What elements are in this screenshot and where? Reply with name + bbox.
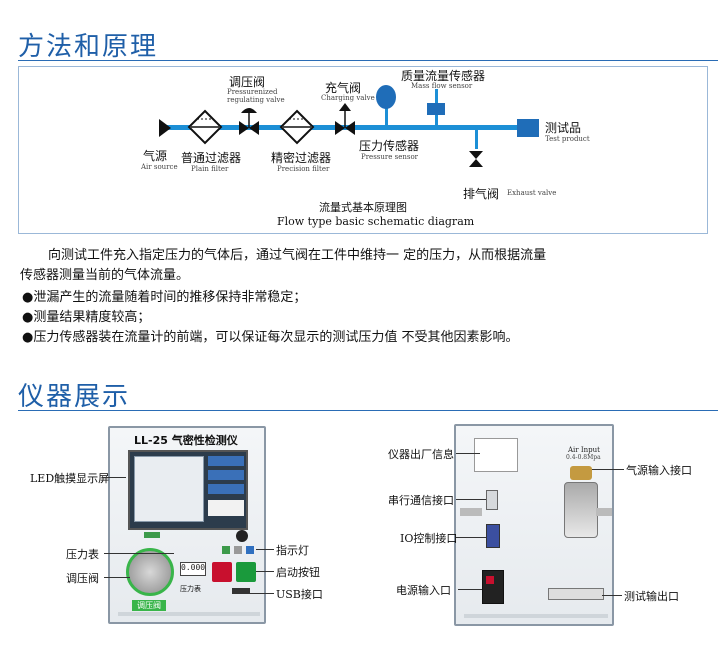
pressure-sensor-icon	[376, 85, 396, 109]
label-air-source-en: Air source	[141, 163, 178, 171]
callout-io: IO控制接口	[400, 532, 458, 545]
title-rule	[18, 410, 718, 411]
label-pressure-valve-en2: regulating valve	[227, 96, 285, 104]
bullet-item: ●测量结果精度较高；	[22, 310, 151, 325]
usb-port[interactable]	[232, 588, 250, 594]
label-plain-filter-en: Plain filter	[191, 165, 229, 173]
title-rule	[18, 60, 718, 61]
callout-test-out: 测试输出口	[624, 590, 679, 603]
bullet-item: ●压力传感器装在流量计的前端，可以保证每次显示的测试压力值 不受其他因素影响。	[22, 330, 519, 345]
label-pressure-valve-en1: Pressurenized	[227, 88, 278, 96]
air-input-sublabel: 0.4-0.8Mpa	[566, 454, 601, 461]
label-test-product: 测试品	[545, 121, 582, 135]
r-mark	[236, 530, 248, 542]
charging-valve-icon	[335, 121, 345, 135]
touch-screen	[128, 450, 248, 530]
serial-port[interactable]	[486, 490, 498, 510]
label-test-product-en: Test product	[545, 135, 590, 143]
indicator-lights	[222, 546, 256, 554]
air-input-label: Air Input	[568, 446, 600, 454]
regulating-knob[interactable]	[126, 548, 174, 596]
start-button[interactable]	[236, 562, 256, 582]
schematic-diagram: 气源 Air source 普通过滤器 Plain filter 调压阀 Pre…	[18, 66, 708, 234]
nameplate	[474, 438, 518, 472]
callout-knob: 调压阀	[66, 572, 99, 585]
label-charging-valve-en: Charging valve	[321, 94, 375, 102]
label-air-source: 气源	[143, 149, 168, 163]
label-mass-flow-sensor-en: Mass flow sensor	[411, 82, 473, 90]
label-charging-valve: 充气阀	[325, 81, 362, 95]
pressure-gauge: 0.000	[180, 562, 206, 576]
label-mass-flow-sensor: 质量流量传感器	[401, 69, 486, 83]
filter-bowl	[564, 482, 598, 538]
callout-air-in: 气源输入接口	[626, 464, 692, 477]
label-pressure-sensor-en: Pressure sensor	[361, 153, 419, 161]
callout-gauge: 压力表	[66, 548, 99, 561]
device-front-photo: LL-25 气密性检测仪 调压阀 0.000 压力表	[108, 426, 266, 624]
label-precision-filter-en: Precision filter	[277, 165, 330, 173]
pressure-valve-icon	[239, 121, 249, 135]
label-exhaust-valve: 排气阀	[463, 187, 500, 201]
callout-indicator: 指示灯	[276, 544, 309, 557]
device-back-photo: Air Input 0.4-0.8Mpa	[454, 424, 614, 626]
knob-label: 调压阀	[132, 600, 166, 611]
callout-serial: 串行通信接口	[388, 494, 454, 507]
description-line-1: 向测试工件充入指定压力的气体后，通过气阀在工件中维持一 定的压力，从而根据流量	[48, 248, 547, 263]
gauge-label: 压力表	[180, 585, 201, 593]
stop-button[interactable]	[212, 562, 232, 582]
callout-start: 启动按钮	[276, 566, 320, 579]
callout-usb: USB接口	[276, 588, 323, 601]
schematic-graphic	[159, 85, 539, 167]
air-input-fitting[interactable]	[570, 466, 592, 480]
label-precision-filter: 精密过滤器	[271, 151, 332, 165]
test-product-icon	[517, 119, 539, 137]
callout-nameplate: 仪器出厂信息	[388, 448, 454, 461]
section-title-display: 仪器展示	[18, 382, 131, 412]
label-exhaust-valve-en: Exhaust valve	[507, 189, 557, 197]
mass-flow-sensor-icon	[427, 103, 445, 115]
callout-power: 电源输入口	[396, 584, 451, 597]
air-source-icon	[159, 119, 171, 137]
label-pressure-sensor: 压力传感器	[359, 139, 420, 153]
label-pressure-valve: 调压阀	[229, 75, 266, 89]
device-title: LL-25 气密性检测仪	[134, 434, 238, 447]
gauge-value: 0.000	[181, 563, 206, 572]
bullet-item: ●泄漏产生的流量随着时间的推移保持非常稳定；	[22, 290, 307, 305]
section-title-method: 方法和原理	[18, 32, 159, 62]
callout-screen: LED触摸显示屏	[30, 472, 110, 485]
schematic-caption-en: Flow type basic schematic diagram	[277, 215, 475, 228]
label-plain-filter: 普通过滤器	[181, 151, 242, 165]
description-line-2: 传感器测量当前的气体流量。	[20, 268, 190, 283]
test-output-port[interactable]	[548, 588, 604, 600]
io-port[interactable]	[486, 524, 500, 548]
schematic-caption-cn: 流量式基本原理图	[319, 201, 407, 214]
exhaust-valve-icon	[469, 151, 483, 159]
